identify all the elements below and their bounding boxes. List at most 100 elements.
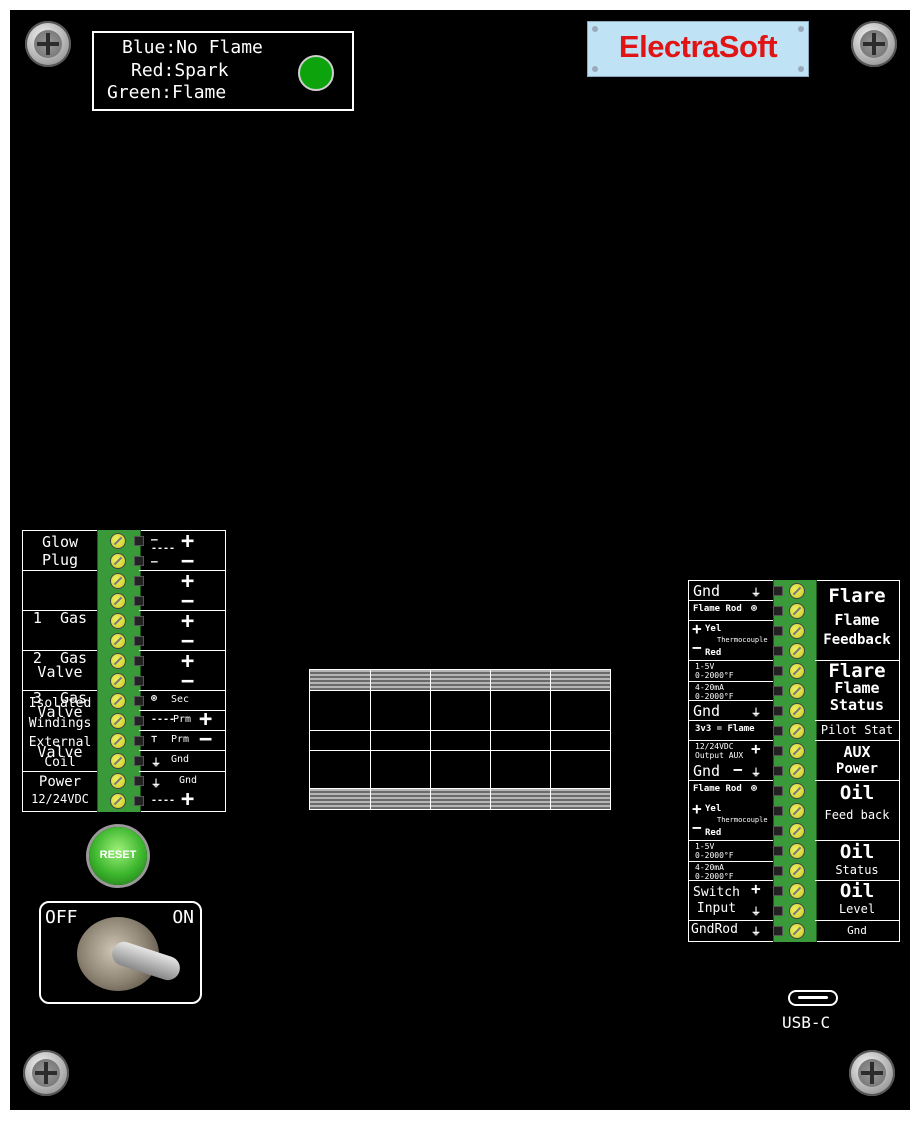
terminal-screw-icon[interactable]: [110, 733, 126, 749]
terminal-screw-icon[interactable]: [789, 723, 805, 739]
terminal-pin: [134, 656, 144, 666]
label-isolated: Isolated: [28, 696, 92, 711]
terminal-pin: [773, 666, 783, 676]
terminal-pin: [134, 636, 144, 646]
terminal-screw-icon[interactable]: [789, 583, 805, 599]
electrasoft-logo: ElectraSoft: [587, 21, 809, 77]
terminal-screw-icon[interactable]: [110, 753, 126, 769]
terminal-screw-icon[interactable]: [110, 613, 126, 629]
terminal-screw-icon[interactable]: [789, 803, 805, 819]
r-range-ma2: 4-20mA: [695, 863, 724, 872]
terminal-screw-icon[interactable]: [110, 713, 126, 729]
r-red-label: Red: [705, 648, 722, 658]
r-flame1: Flame: [834, 611, 880, 629]
terminal-pin: [773, 866, 783, 876]
terminal-pin: [773, 706, 783, 716]
terminal-screw-icon[interactable]: [789, 843, 805, 859]
label-valve1: Valve: [37, 663, 83, 681]
r-status: Status: [829, 696, 885, 714]
right-terminal-block: Gnd ⏚ Flame Rod ⊚ + Yel Thermocouple − R…: [688, 580, 900, 942]
screw-icon: [25, 21, 71, 67]
terminal-pin: [773, 586, 783, 596]
terminal-screw-icon[interactable]: [110, 693, 126, 709]
terminal-pin: [134, 716, 144, 726]
r-feedback: Feedback: [823, 632, 891, 648]
terminal-pin: [134, 616, 144, 626]
terminal-screw-icon[interactable]: [789, 643, 805, 659]
pin-prm1: Prm: [173, 714, 192, 725]
terminal-screw-icon[interactable]: [789, 623, 805, 639]
terminal-pin: [773, 746, 783, 756]
terminal-screw-icon[interactable]: [789, 903, 805, 919]
left-terminal-block: Glow Plug 1 Gas Valve 2 Gas Valve 3 Gas …: [22, 529, 226, 812]
terminal-pin: [134, 536, 144, 546]
terminal-screw-icon[interactable]: [789, 743, 805, 759]
reset-button[interactable]: RESET: [89, 827, 147, 885]
terminal-pin: [134, 556, 144, 566]
r-gnd-minus-label: Gnd: [693, 762, 721, 780]
r-feedback2: Feed back: [824, 808, 890, 822]
r-range-ma: 4-20mA: [695, 683, 724, 692]
terminal-screw-icon[interactable]: [789, 703, 805, 719]
r-range-ma-temp: 0-2000°F: [695, 692, 734, 701]
terminal-pin: [134, 576, 144, 586]
terminal-pin: [134, 736, 144, 746]
r-yel2-label: Yel: [705, 804, 722, 814]
switch-on-label: ON: [172, 907, 194, 928]
label-gas2: 2 Gas: [32, 649, 88, 667]
r-thermocouple-label: Thermocouple: [717, 636, 768, 644]
terminal-pin: [134, 696, 144, 706]
label-valve3: Valve: [37, 743, 83, 761]
terminal-screw-icon[interactable]: [110, 653, 126, 669]
terminal-screw-icon[interactable]: [110, 573, 126, 589]
terminal-screw-icon[interactable]: [110, 553, 126, 569]
r-range-v2-temp: 0-2000°F: [695, 851, 734, 860]
terminal-pin: [773, 786, 783, 796]
r-range-ma2-temp: 0-2000°F: [695, 872, 734, 881]
terminal-pin: [773, 686, 783, 696]
terminal-screw-icon[interactable]: [110, 533, 126, 549]
terminal-screw-icon[interactable]: [789, 683, 805, 699]
terminal-pin: [773, 906, 783, 916]
power-toggle-switch[interactable]: OFF ON: [39, 901, 202, 1004]
terminal-screw-icon[interactable]: [110, 793, 126, 809]
r-range-v2: 1-5V: [695, 842, 715, 851]
r-oil3: Oil: [839, 880, 875, 902]
terminal-screw-icon[interactable]: [789, 783, 805, 799]
terminal-screw-icon[interactable]: [789, 603, 805, 619]
terminal-pin: [773, 766, 783, 776]
r-input-label: Input: [696, 901, 737, 916]
terminal-pin: [134, 776, 144, 786]
terminal-screw-icon[interactable]: [789, 763, 805, 779]
label-valve2: Valve: [37, 703, 83, 721]
r-power: Power: [835, 761, 879, 777]
r-flare2: Flare: [828, 660, 886, 682]
r-yel-label: Yel: [705, 624, 722, 634]
r-aux-output: Output AUX: [695, 751, 744, 760]
label-windings: Windings: [28, 715, 92, 731]
r-flame-rod-label: Flame Rod: [693, 604, 742, 614]
terminal-pin: [773, 826, 783, 836]
screw-icon: [23, 1050, 69, 1096]
r-flare1: Flare: [828, 585, 886, 607]
terminal-screw-icon[interactable]: [789, 823, 805, 839]
r-3v3-label: 3v3 = Flame: [695, 724, 755, 734]
terminal-screw-icon[interactable]: [110, 673, 126, 689]
usb-c-label: USB-C: [782, 1013, 831, 1032]
r-oil2: Oil: [839, 841, 875, 863]
pin-sec: Sec: [171, 694, 190, 705]
legend-red: Red:Spark: [131, 60, 229, 81]
r-gnd-right: Gnd: [847, 924, 867, 937]
terminal-screw-icon[interactable]: [110, 593, 126, 609]
r-range-v: 1-5V: [695, 662, 715, 671]
terminal-pin: [773, 726, 783, 736]
terminal-screw-icon[interactable]: [789, 663, 805, 679]
terminal-screw-icon[interactable]: [789, 883, 805, 899]
terminal-screw-icon[interactable]: [789, 863, 805, 879]
terminal-screw-icon[interactable]: [110, 773, 126, 789]
switch-off-label: OFF: [45, 907, 78, 928]
label-plug: Plug: [41, 551, 79, 569]
terminal-screw-icon[interactable]: [789, 923, 805, 939]
terminal-screw-icon[interactable]: [110, 633, 126, 649]
label-coil: Coil: [44, 754, 76, 770]
